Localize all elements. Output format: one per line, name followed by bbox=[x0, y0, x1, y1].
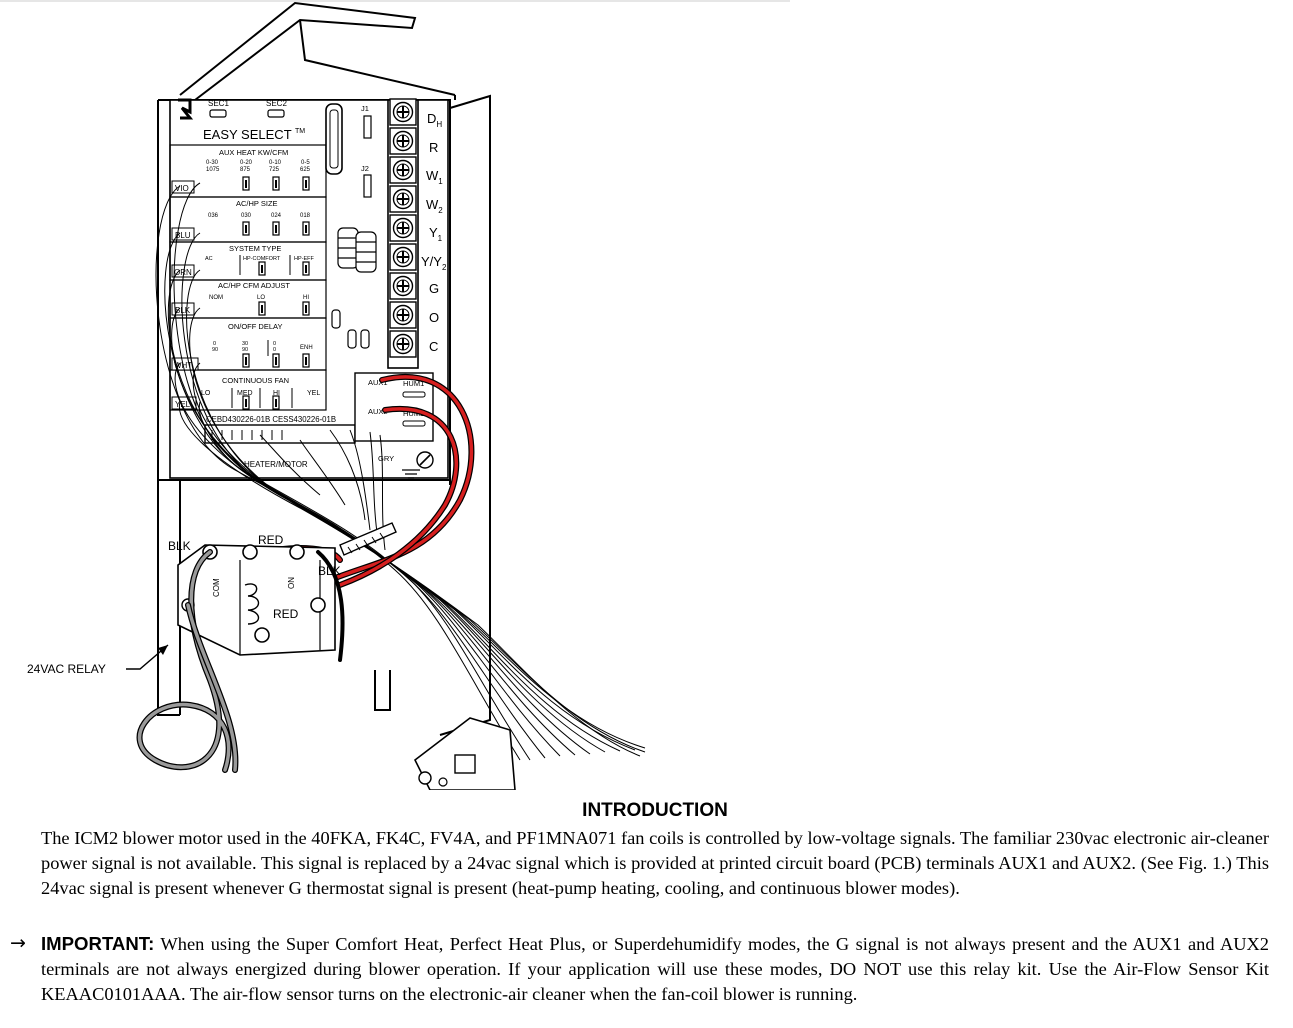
aux1-label: AUX1 bbox=[368, 378, 388, 387]
cfm-adjust-opt3: HI bbox=[303, 295, 309, 301]
relay-callout-label: 24VAC RELAY bbox=[27, 662, 106, 676]
onoff-delay-opt2-top: 30 bbox=[242, 341, 248, 347]
wire-tag-orn: ORN bbox=[174, 268, 192, 277]
sec2-label: SEC2 bbox=[266, 99, 287, 108]
continuous-fan-opt2: MED bbox=[237, 390, 253, 397]
system-type-opt3: HP-EFF bbox=[294, 256, 315, 262]
relay-24vac: COM NO BLK RED BLK RED bbox=[168, 533, 341, 656]
callout-leader-line bbox=[126, 644, 169, 670]
achp-size-title: AC/HP SIZE bbox=[236, 199, 278, 208]
onoff-delay-opt2-bottom: 90 bbox=[242, 347, 248, 353]
achp-size-opt3: 024 bbox=[271, 213, 282, 219]
terminal-r: R bbox=[429, 140, 438, 155]
j2-label: J2 bbox=[361, 164, 369, 173]
terminal-c: C bbox=[429, 339, 438, 354]
introduction-heading: INTRODUCTION bbox=[582, 800, 728, 821]
achp-size-opt2: 030 bbox=[241, 213, 252, 219]
trademark-mark: TM bbox=[295, 128, 305, 135]
aux-heat-opt1-top: 0-30 bbox=[206, 160, 219, 166]
terminal-strip: DH R W1 W2 Y1 Y/Y2 G O C bbox=[387, 98, 447, 369]
terminal-g: G bbox=[429, 281, 439, 296]
cfm-adjust-title: AC/HP CFM ADJUST bbox=[218, 281, 290, 290]
aux-heat-opt3-top: 0-10 bbox=[269, 160, 282, 166]
gry-label: GRY bbox=[378, 454, 394, 463]
onoff-delay-opt1-top: 0 bbox=[213, 341, 216, 347]
continuous-fan-yel: YEL bbox=[307, 390, 320, 397]
terminal-dh: DH bbox=[427, 111, 442, 129]
j1-label: J1 bbox=[361, 104, 369, 113]
achp-size-opt4: 018 bbox=[300, 213, 311, 219]
important-text: When using the Super Comfort Heat, Perfe… bbox=[41, 934, 1270, 1004]
relay-cord bbox=[136, 549, 345, 773]
aux-heat-opt4-bottom: 625 bbox=[300, 167, 311, 173]
continuous-fan-opt1: LO bbox=[201, 390, 211, 397]
onoff-delay-opt3-bottom: 0 bbox=[273, 347, 276, 353]
relay-no-label: NO bbox=[286, 577, 295, 589]
wire-tag-blu: BLU bbox=[175, 231, 191, 240]
system-type-opt2: HP-COMFORT bbox=[243, 256, 281, 262]
terminal-y1: Y1 bbox=[429, 225, 443, 243]
aux-heat-title: AUX HEAT KW/CFM bbox=[219, 148, 288, 157]
aux-heat-opt4-top: 0-5 bbox=[301, 160, 310, 166]
aux-hum-block: AUX1 HUM1 AUX2 HUM2 GRY bbox=[354, 372, 434, 479]
terminal-w2: W2 bbox=[426, 197, 443, 215]
important-label: IMPORTANT: bbox=[41, 933, 155, 954]
relay-blk-left: BLK bbox=[168, 539, 191, 553]
system-type-opt1: AC bbox=[205, 256, 213, 262]
hum1-label: HUM1 bbox=[403, 379, 424, 388]
cfm-adjust-opt2: LO bbox=[257, 295, 265, 301]
system-type-title: SYSTEM TYPE bbox=[229, 244, 281, 253]
aux-heat-opt2-top: 0-20 bbox=[240, 160, 253, 166]
wiring-diagram-figure: SEC1 SEC2 EASY SELECT TM AUX HEAT KW/CFM… bbox=[27, 1, 646, 790]
introduction-paragraph: The ICM2 blower motor used in the 40FKA,… bbox=[41, 828, 1269, 898]
sec1-label: SEC1 bbox=[208, 99, 229, 108]
wire-tag-blk: BLK bbox=[175, 306, 191, 315]
terminal-o: O bbox=[429, 310, 439, 325]
terminal-yy2: Y/Y2 bbox=[421, 254, 447, 272]
aux-heat-opt1-bottom: 1075 bbox=[206, 167, 220, 173]
onoff-delay-title: ON/OFF DELAY bbox=[228, 322, 282, 331]
page-top-rule bbox=[0, 0, 790, 2]
achp-size-opt1: 036 bbox=[208, 213, 219, 219]
harness-plug bbox=[413, 717, 516, 790]
change-bar-arrow: → bbox=[10, 932, 26, 954]
terminal-w1: W1 bbox=[426, 168, 443, 186]
cfm-adjust-opt1: NOM bbox=[209, 295, 223, 301]
aux2-label: AUX2 bbox=[368, 407, 388, 416]
callout-arrowhead bbox=[158, 645, 168, 655]
wire-tag-vio: VIO bbox=[175, 184, 189, 193]
important-paragraph: IMPORTANT: When using the Super Comfort … bbox=[41, 931, 1269, 1007]
onoff-delay-opt4: ENH bbox=[300, 345, 313, 351]
cable-tie bbox=[339, 522, 397, 556]
wire-tag-yel: YEL bbox=[175, 400, 191, 409]
heater-motor-label: HEATER/MOTOR bbox=[244, 460, 308, 469]
continuous-fan-opt3: HI bbox=[273, 390, 280, 397]
aux-heat-opt3-bottom: 725 bbox=[269, 167, 280, 173]
part-numbers: CEBD430226-01B CESS430226-01B bbox=[206, 415, 336, 424]
relay-com-label: COM bbox=[212, 578, 221, 597]
relay-red-bottom: RED bbox=[273, 607, 299, 621]
onoff-delay-opt1-bottom: 90 bbox=[212, 347, 218, 353]
easy-select-label: EASY SELECT bbox=[203, 127, 292, 142]
relay-red-top: RED bbox=[258, 533, 284, 547]
aux-heat-opt2-bottom: 875 bbox=[240, 167, 251, 173]
continuous-fan-title: CONTINUOUS FAN bbox=[222, 376, 289, 385]
onoff-delay-opt3-top: 0 bbox=[273, 341, 276, 347]
hum2-label: HUM2 bbox=[403, 409, 424, 418]
